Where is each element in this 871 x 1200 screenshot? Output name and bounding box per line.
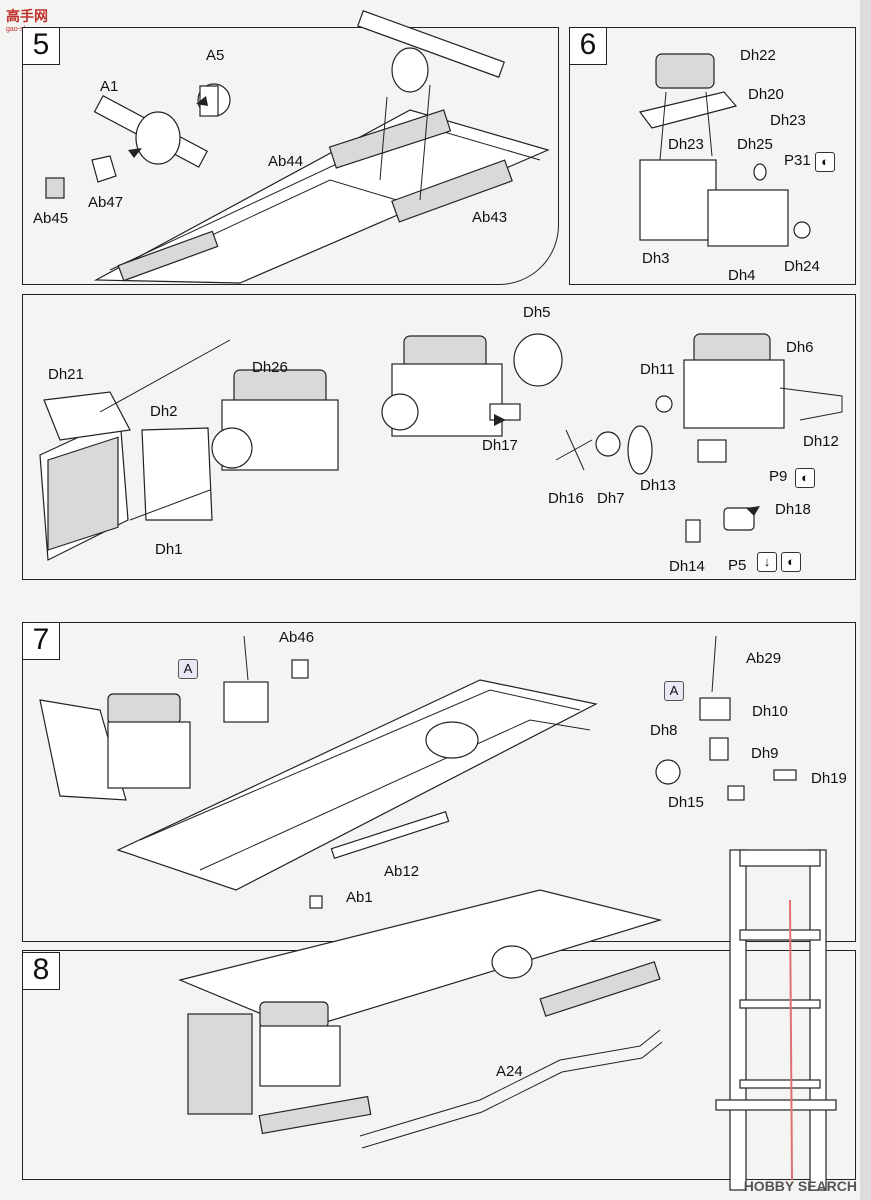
transfer-parts-7 <box>655 635 797 801</box>
part-label: Dh9 <box>751 745 779 762</box>
part-label: Dh3 <box>642 250 670 267</box>
part-label: Dh24 <box>784 258 820 275</box>
page-edge <box>860 0 871 1200</box>
radiator-tank-drawing <box>638 53 811 247</box>
part-label: Dh6 <box>786 339 814 356</box>
part-label: Dh13 <box>640 477 676 494</box>
chassis-drawing-8 <box>178 889 663 1149</box>
part-label: Dh8 <box>650 722 678 739</box>
paint-drop-icon: ◐ <box>815 152 835 172</box>
engine-radiator-7 <box>39 693 191 801</box>
engine-drawing-3 <box>555 333 843 543</box>
site-logo: 高手网 <box>6 8 48 24</box>
step-number: 6 <box>569 27 607 65</box>
chassis-drawing-5 <box>93 10 550 284</box>
part-label: Dh20 <box>748 86 784 103</box>
part-label: Ab29 <box>746 650 782 667</box>
part-label: Ab1 <box>346 889 373 906</box>
part-label: P9 <box>769 468 788 485</box>
part-label: Dh25 <box>737 136 773 153</box>
hobby-search-logo: HOBBY SEARCH <box>743 1178 857 1194</box>
instruction-page-top: 高手网 gao-shou.com 5 6 <box>6 8 856 580</box>
radiator-dh1-drawing <box>39 391 213 561</box>
part-label: Dh1 <box>155 541 183 558</box>
chassis-drawing-7 <box>116 679 598 909</box>
part-label: Dh11 <box>640 361 675 378</box>
part-label: Ab12 <box>384 863 420 880</box>
part-label: Dh17 <box>482 437 518 454</box>
part-label: Dh23 <box>770 112 806 129</box>
step-5-panel <box>22 27 559 285</box>
part-label: Dh21 <box>48 366 84 383</box>
step-number: 7 <box>22 622 60 660</box>
part-label: Dh12 <box>803 433 839 450</box>
part-label: Ab47 <box>88 194 124 211</box>
axle-a1-drawing <box>45 83 231 199</box>
part-label: Ab44 <box>268 153 304 170</box>
step-6-panel <box>569 27 856 285</box>
step-5-6-drawing <box>39 10 843 561</box>
paint-drop-icon: ◐ <box>781 552 801 572</box>
part-label: Dh22 <box>740 47 776 64</box>
part-label: Dh16 <box>548 490 584 507</box>
subassembly-badge: A <box>664 681 684 701</box>
engine-drawing-2 <box>381 333 563 437</box>
part-label: Dh23 <box>668 136 704 153</box>
part-label: Dh10 <box>752 703 788 720</box>
part-label: Ab45 <box>33 210 69 227</box>
part-label: Dh2 <box>150 403 178 420</box>
step-6b-panel <box>22 294 856 580</box>
part-label: Dh26 <box>252 359 288 376</box>
gearbox-7 <box>223 635 309 723</box>
part-label: Ab46 <box>279 629 315 646</box>
part-label: P5 <box>728 557 747 574</box>
part-label: Dh15 <box>668 794 704 811</box>
engine-drawing-1 <box>211 369 339 471</box>
part-label: Dh7 <box>597 490 625 507</box>
instruction-page-bottom: 7 8 <box>0 600 871 1200</box>
paint-drop-icon: ◐ <box>795 468 815 488</box>
part-label: A1 <box>100 78 119 95</box>
glue-arrow-icon: ↓ <box>757 552 777 572</box>
chassis-top-view-8 <box>715 849 837 1191</box>
part-label: Dh5 <box>523 304 551 321</box>
step-number: 5 <box>22 27 60 65</box>
part-label: A5 <box>206 47 225 64</box>
part-label: Dh4 <box>728 267 756 284</box>
part-label: A24 <box>496 1063 523 1080</box>
part-label: Ab43 <box>472 209 508 226</box>
part-label: Dh14 <box>669 558 705 575</box>
part-label: Dh19 <box>811 770 847 787</box>
step-7-8-drawing <box>39 635 837 1191</box>
step-number: 8 <box>22 952 60 990</box>
part-label: Dh18 <box>775 501 811 518</box>
part-label: P31 <box>784 152 811 169</box>
subassembly-badge: A <box>178 659 198 679</box>
